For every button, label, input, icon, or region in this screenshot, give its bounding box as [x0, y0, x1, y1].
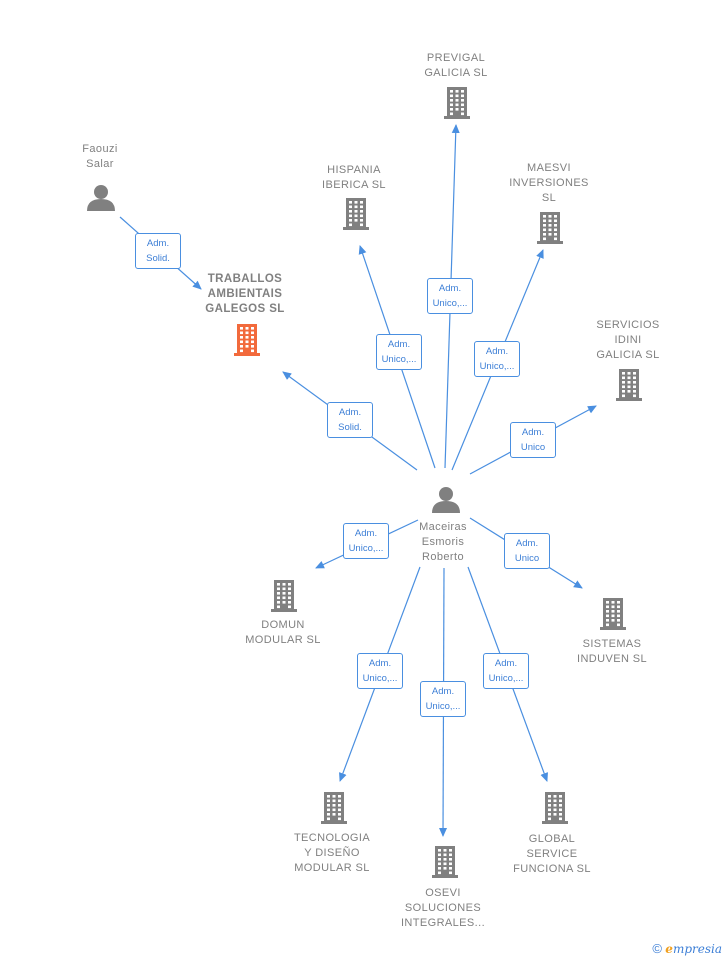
building-icon-traballos[interactable]: [234, 324, 260, 356]
edge-label-maceiras-domun[interactable]: Adm. Unico,...: [343, 523, 389, 559]
node-label-previgal[interactable]: PREVIGAL GALICIA SL: [424, 52, 488, 79]
edge-label-faouzi-traballos[interactable]: Adm. Solid.: [135, 233, 181, 269]
edge-label-maceiras-maesvi[interactable]: Adm. Unico,...: [474, 341, 520, 377]
building-icon-servicios[interactable]: [616, 369, 642, 401]
edge-label-maceiras-sistemas[interactable]: Adm. Unico: [504, 533, 550, 569]
node-label-tecnologia[interactable]: TECNOLOGIA Y DISEÑO MODULAR SL: [293, 832, 371, 874]
person-icon-maceiras[interactable]: [432, 487, 460, 513]
building-icon-maesvi[interactable]: [537, 212, 563, 244]
building-icon-sistemas[interactable]: [600, 598, 626, 630]
building-icon-global[interactable]: [542, 792, 568, 824]
building-icon-hispania[interactable]: [343, 198, 369, 230]
node-label-global[interactable]: GLOBAL SERVICE FUNCIONA SL: [513, 833, 591, 875]
person-icon-faouzi[interactable]: [87, 185, 115, 211]
node-label-servicios[interactable]: SERVICIOS IDINI GALICIA SL: [596, 319, 660, 361]
building-icon-previgal[interactable]: [444, 87, 470, 119]
node-label-osevi[interactable]: OSEVI SOLUCIONES INTEGRALES...: [400, 887, 486, 929]
edge-label-maceiras-tecnologia[interactable]: Adm. Unico,...: [357, 653, 403, 689]
edge-label-maceiras-osevi[interactable]: Adm. Unico,...: [420, 681, 466, 717]
node-label-maesvi[interactable]: MAESVI INVERSIONES SL: [509, 162, 589, 204]
footer-brand[interactable]: © empresia: [652, 941, 722, 956]
building-icon-domun[interactable]: [271, 580, 297, 612]
node-label-domun[interactable]: DOMUN MODULAR SL: [245, 619, 321, 646]
building-icon-tecnologia[interactable]: [321, 792, 347, 824]
brand-logo: empresia: [665, 942, 722, 956]
node-label-faouzi[interactable]: Faouzi Salar: [82, 143, 118, 170]
edge-label-maceiras-previgal[interactable]: Adm. Unico,...: [427, 278, 473, 314]
node-label-maceiras[interactable]: Maceiras Esmoris Roberto: [419, 521, 467, 563]
copyright-symbol: ©: [652, 941, 662, 956]
building-icon-osevi[interactable]: [432, 846, 458, 878]
edge-label-maceiras-traballos[interactable]: Adm. Solid.: [327, 402, 373, 438]
edge-label-maceiras-global[interactable]: Adm. Unico,...: [483, 653, 529, 689]
edge-label-maceiras-hispania[interactable]: Adm. Unico,...: [376, 334, 422, 370]
node-label-sistemas[interactable]: SISTEMAS INDUVEN SL: [576, 638, 648, 665]
edge-label-maceiras-servicios[interactable]: Adm. Unico: [510, 422, 556, 458]
node-label-traballos[interactable]: TRABALLOS AMBIENTAIS GALEGOS SL: [205, 273, 285, 315]
node-label-hispania[interactable]: HISPANIA IBERICA SL: [322, 164, 386, 191]
